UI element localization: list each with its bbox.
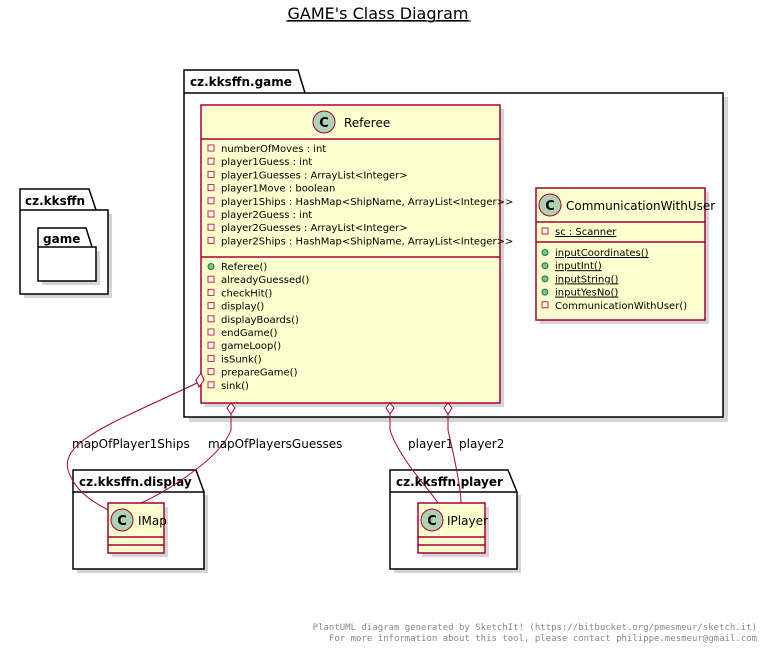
relation-label: player1 [408, 437, 453, 451]
package-label-game: game [43, 232, 80, 246]
class-field: player2Guess : int [221, 210, 312, 221]
aggregation-diamond-icon [195, 371, 205, 389]
class-stereotype-letter: C [319, 116, 329, 131]
class-circle-icon [538, 193, 562, 217]
private-visibility-icon [207, 368, 215, 376]
class-method: Referee() [221, 262, 267, 273]
package-label-game-full: cz.kksffn.game [190, 75, 292, 89]
class-name-imap: IMap [138, 514, 167, 528]
aggregation-diamond-icon [443, 402, 453, 415]
package-label-player: cz.kksffn.player [396, 475, 503, 489]
relation-map-of-players-guesses[interactable]: mapOfPlayersGuesses [140, 402, 342, 504]
class-method: inputInt() [555, 261, 602, 272]
public-visibility-icon [541, 275, 549, 283]
class-name-referee: Referee [344, 116, 390, 130]
class-field: player2Ships : HashMap<ShipName, ArrayLi… [221, 236, 513, 247]
private-visibility-icon [207, 236, 215, 244]
class-method: inputString() [555, 274, 618, 285]
relation-map-of-player1-ships[interactable]: mapOfPlayer1Ships [66, 371, 205, 511]
package-cz-kksffn: cz.kksffn game [19, 188, 112, 298]
relation-label: mapOfPlayersGuesses [208, 437, 342, 451]
public-visibility-icon [207, 263, 215, 270]
class-method: prepareGame() [221, 368, 298, 379]
class-method: display() [221, 302, 264, 313]
aggregation-diamond-icon [385, 402, 395, 415]
package-label-display: cz.kksffn.display [79, 475, 192, 489]
private-visibility-icon [541, 301, 549, 309]
class-method: gameLoop() [221, 341, 281, 352]
class-field: player1Ships : HashMap<ShipName, ArrayLi… [221, 197, 513, 208]
class-method: sink() [221, 381, 249, 392]
private-visibility-icon [207, 210, 215, 218]
class-circle-icon [420, 508, 444, 532]
relation-player2[interactable]: player2 [443, 402, 504, 504]
class-circle-icon [110, 508, 134, 532]
private-visibility-icon [207, 144, 215, 152]
private-visibility-icon [207, 288, 215, 296]
class-field: player1Move : boolean [221, 184, 335, 195]
private-visibility-icon [207, 157, 215, 165]
footer-line-2: For more information about this tool, pl… [329, 634, 757, 644]
class-stereotype-letter: C [545, 199, 555, 214]
class-method: isSunk() [221, 354, 262, 365]
private-visibility-icon [541, 227, 549, 235]
private-visibility-icon [207, 302, 215, 310]
package-label-cz-kksffn: cz.kksffn [25, 194, 85, 208]
class-field: sc : Scanner [555, 227, 617, 238]
class-iplayer[interactable]: C IPlayer [417, 502, 489, 557]
class-stereotype-letter: C [427, 514, 437, 529]
class-imap[interactable]: C IMap [107, 502, 168, 557]
class-field: player1Guess : int [221, 157, 312, 168]
public-visibility-icon [541, 288, 549, 296]
class-method: checkHit() [221, 288, 272, 299]
private-visibility-icon [207, 170, 215, 178]
private-visibility-icon [207, 341, 215, 349]
class-communication-with-user[interactable]: C CommunicationWithUser sc : Scanner inp… [535, 187, 715, 324]
private-visibility-icon [207, 381, 215, 389]
relation-label: player2 [459, 437, 504, 451]
relation-label: mapOfPlayer1Ships [72, 437, 190, 451]
class-method: inputCoordinates() [555, 248, 649, 259]
class-circle-icon [312, 110, 336, 134]
class-method: alreadyGuessed() [221, 275, 309, 286]
relation-player1[interactable]: player1 [385, 402, 453, 504]
class-method: endGame() [221, 328, 278, 339]
private-visibility-icon [207, 197, 215, 205]
class-method: CommunicationWithUser() [555, 301, 687, 312]
private-visibility-icon [207, 184, 215, 192]
class-name-communication-with-user: CommunicationWithUser [566, 199, 715, 213]
private-visibility-icon [207, 223, 215, 231]
footer-line-1: PlantUML diagram generated by SketchIt! … [313, 623, 757, 633]
public-visibility-icon [541, 249, 549, 256]
private-visibility-icon [207, 275, 215, 283]
private-visibility-icon [207, 328, 215, 336]
class-stereotype-letter: C [117, 514, 127, 529]
private-visibility-icon [207, 315, 215, 323]
class-field: player1Guesses : ArrayList<Integer> [221, 170, 408, 181]
class-field: player2Guesses : ArrayList<Integer> [221, 223, 408, 234]
private-visibility-icon [207, 354, 215, 362]
class-field: numberOfMoves : int [221, 144, 326, 155]
class-referee[interactable]: C Referee numberOfMoves : int player1Gues… [200, 104, 513, 407]
aggregation-diamond-icon [226, 402, 236, 415]
class-method: inputYesNo() [555, 288, 618, 299]
diagram-title: GAME's Class Diagram [288, 4, 469, 23]
class-method: displayBoards() [221, 315, 299, 326]
class-name-iplayer: IPlayer [447, 514, 488, 528]
public-visibility-icon [541, 262, 549, 270]
